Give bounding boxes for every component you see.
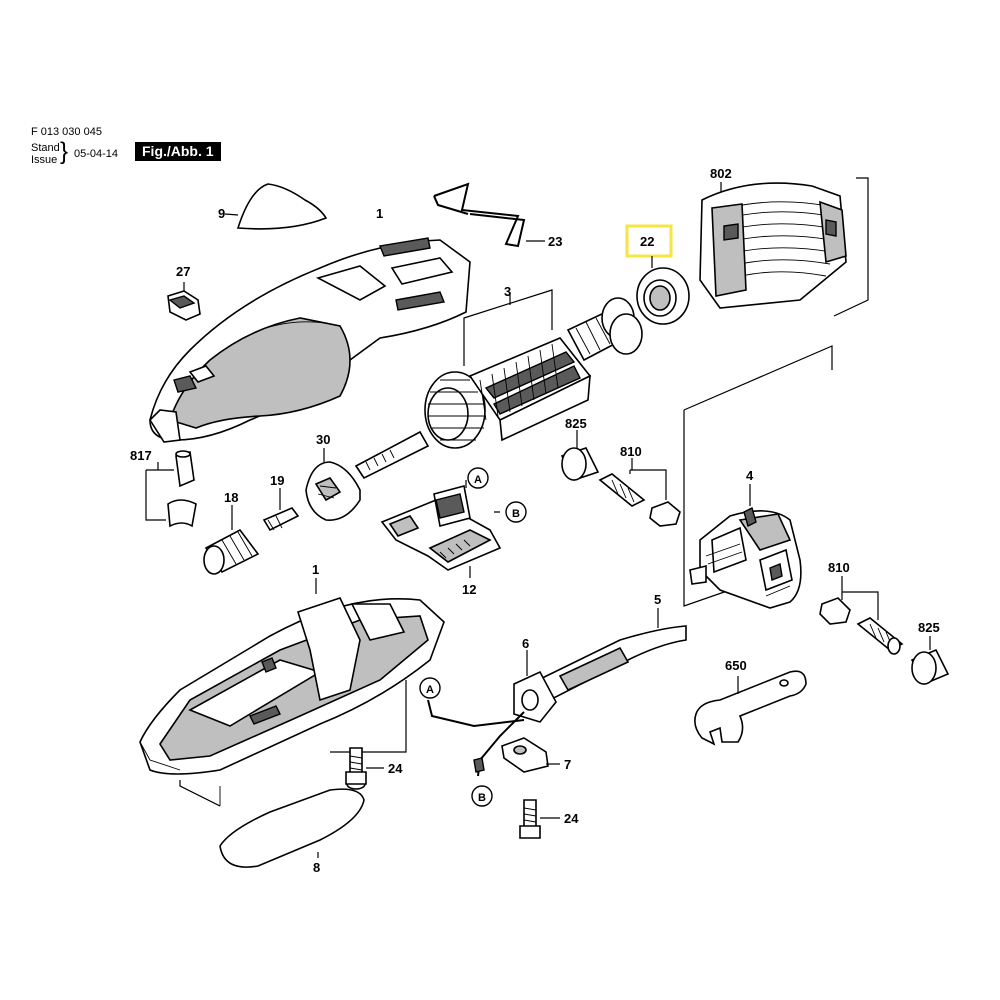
callout-30: 30: [316, 432, 330, 447]
part-825-bushing-right[interactable]: [910, 636, 950, 686]
part-18-collet-nut[interactable]: [203, 505, 260, 575]
callout-27: 27: [176, 264, 190, 279]
callout-6: 6: [522, 636, 529, 651]
callout-22: 22: [640, 234, 654, 249]
part-4-brush-holder[interactable]: [683, 345, 833, 609]
part-23-wire-clip[interactable]: [433, 182, 545, 248]
part-810-screw-nut-right[interactable]: [819, 576, 904, 655]
part-1-housing-bottom[interactable]: [139, 578, 445, 807]
cord-wires[interactable]: [427, 699, 525, 777]
callout-24-right: 24: [564, 811, 579, 826]
issue-date: 05-04-14: [74, 148, 119, 160]
callout-1-top: 1: [376, 206, 383, 221]
callout-12: 12: [462, 582, 476, 597]
callout-810-right: 810: [828, 560, 850, 575]
callout-4: 4: [746, 468, 754, 483]
part-5-power-cord[interactable]: [528, 608, 687, 706]
part-802-field[interactable]: [699, 177, 869, 317]
callout-A-top: A: [474, 474, 482, 486]
circle-B-top: [505, 501, 527, 523]
callout-23: 23: [548, 234, 562, 249]
callout-5: 5: [654, 592, 661, 607]
callout-802: 802: [710, 166, 732, 181]
callout-825-top: 825: [565, 416, 587, 431]
callout-A-bottom: A: [426, 684, 434, 696]
figure-label: Fig./Abb. 1: [135, 142, 221, 161]
part-24-screw-right[interactable]: [519, 799, 560, 839]
part-6-strain-relief[interactable]: [513, 650, 557, 723]
part-27-clip[interactable]: [167, 282, 201, 321]
part-3-armature[interactable]: [354, 289, 643, 480]
part-825-bushing-top[interactable]: [560, 430, 600, 481]
callout-817: 817: [130, 448, 152, 463]
part-8-label-plate[interactable]: [219, 788, 365, 868]
callout-B-bottom: B: [478, 792, 486, 804]
part-9-cap[interactable]: [224, 183, 328, 230]
part-19-pin[interactable]: [262, 488, 300, 532]
part-12-switch-slider[interactable]: [380, 480, 502, 578]
callout-19: 19: [270, 473, 284, 488]
document-number: F 013 030 045: [31, 126, 102, 138]
callout-650: 650: [725, 658, 747, 673]
stand-label: Stand: [31, 142, 60, 154]
brace-glyph: }: [60, 138, 69, 165]
highlight-box-22: [625, 224, 673, 258]
callout-3: 3: [504, 284, 511, 299]
issue-label: Issue: [31, 154, 58, 166]
callout-B-top: B: [512, 508, 520, 520]
callout-7: 7: [564, 757, 571, 772]
circle-A-top: [467, 467, 489, 489]
part-22-bearing[interactable]: [636, 256, 690, 325]
callout-24-left: 24: [388, 761, 403, 776]
part-1-housing-top[interactable]: [148, 237, 471, 443]
part-817-carbon-brush[interactable]: [145, 450, 197, 528]
part-650-wrench[interactable]: [694, 670, 807, 746]
callout-810-top: 810: [620, 444, 642, 459]
callout-18: 18: [224, 490, 238, 505]
circle-A-bottom: [419, 677, 441, 699]
callout-8: 8: [313, 860, 320, 875]
circle-B-bottom: [471, 785, 493, 807]
callout-1-bottom: 1: [312, 562, 319, 577]
callout-825-right: 825: [918, 620, 940, 635]
callout-9: 9: [218, 206, 225, 221]
part-7-cord-clamp[interactable]: [501, 737, 560, 773]
part-24-screw-left[interactable]: [345, 747, 384, 790]
part-810-screw-nut-top[interactable]: [598, 458, 681, 527]
part-30-nose-cap[interactable]: [305, 448, 361, 521]
